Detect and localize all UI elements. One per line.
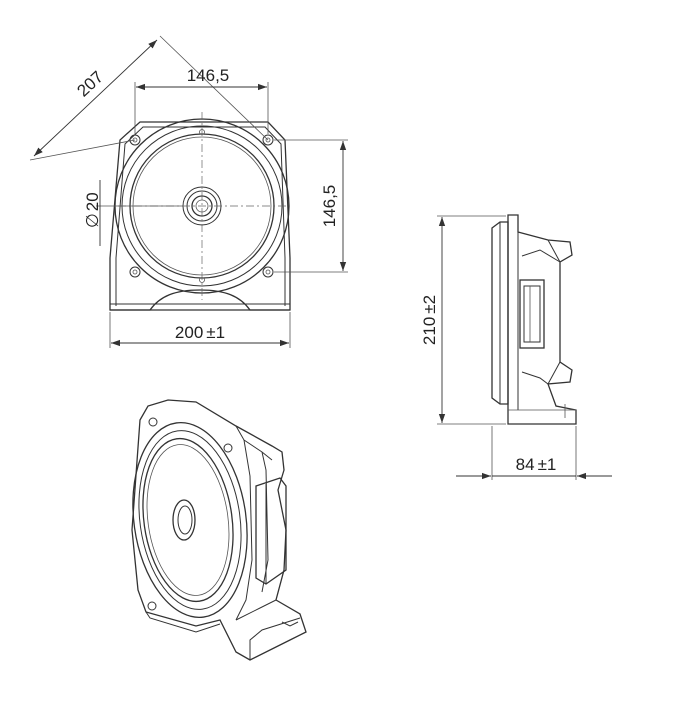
isometric-view (131, 399, 307, 661)
dim-top-width-label: 146,5 (187, 66, 230, 85)
dim-base-width: 200±1 (109, 312, 291, 348)
iso-magnet (255, 477, 287, 585)
dim-depth: 84±1 (456, 426, 612, 480)
dim-depth-label: 84±1 (516, 455, 557, 474)
side-view: 210±2 84±1 (420, 214, 612, 480)
dim-diameter-label: ∅20 (83, 192, 102, 228)
dim-base-width-label: 200±1 (175, 323, 225, 342)
iso-foot (235, 599, 301, 660)
dim-top-width: 146,5 (134, 66, 269, 134)
iso-dust-cap (172, 499, 196, 541)
dim-diagonal-label: 207 (73, 67, 107, 100)
dim-height-label: 210±2 (420, 295, 439, 345)
iso-ring-outer (132, 421, 248, 619)
front-view: 207 146,5 ∅20 146,5 (29, 35, 348, 348)
dim-vertical-spacing-label: 146,5 (320, 185, 339, 228)
iso-frame-outline (131, 399, 307, 661)
side-body (507, 214, 577, 425)
dim-diameter: ∅20 (83, 180, 183, 246)
dim-vertical-spacing: 146,5 (274, 139, 348, 273)
side-magnet (519, 279, 545, 349)
front-foot (110, 289, 290, 311)
dim-height: 210±2 (420, 215, 506, 425)
